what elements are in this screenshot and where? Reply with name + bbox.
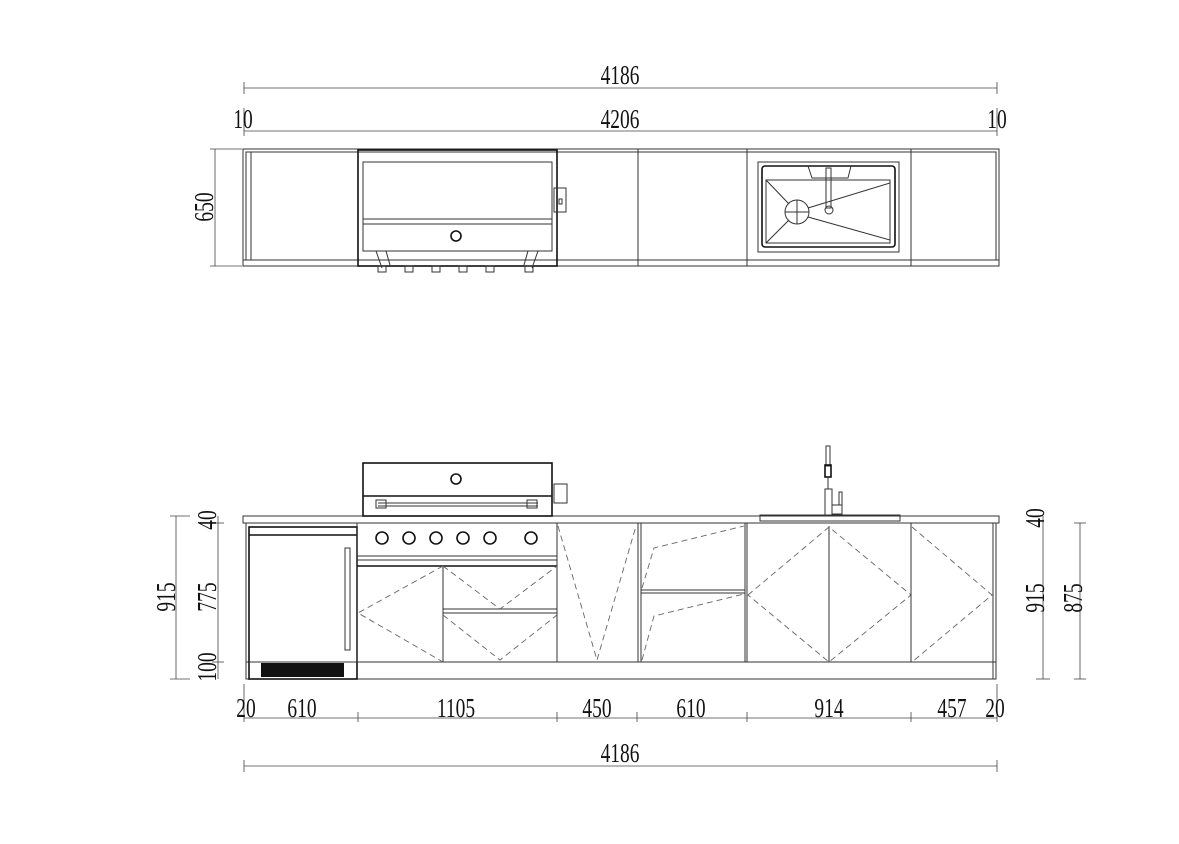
plan-overall-dimension: 4186 <box>243 61 998 94</box>
plan-total-width-label: 4206 <box>601 105 640 135</box>
fridge <box>248 526 358 680</box>
cabinet-drawers-610 <box>637 522 746 663</box>
plan-grill <box>357 149 567 273</box>
right-countertop-height-label: 40 <box>1021 508 1051 527</box>
left-total-height-label: 915 <box>152 582 182 611</box>
module-width-label: 1105 <box>437 694 475 724</box>
module-width-label: 450 <box>582 694 611 724</box>
module-width-label: 610 <box>676 694 705 724</box>
plan-right-offset-label: 10 <box>987 105 1006 135</box>
plan-depth-label: 650 <box>190 192 220 221</box>
module-width-label: 914 <box>814 694 843 724</box>
elevation-overall-dimension: 4186 <box>243 739 998 772</box>
left-height-dimensions: 915 40 775 100 <box>152 510 224 682</box>
cabinet-457 <box>910 523 994 679</box>
cabinet-450 <box>556 523 637 662</box>
right-cabinet-height-label: 875 <box>1059 583 1089 612</box>
plan-sink <box>757 161 900 253</box>
elevation-view: 915 40 775 100 40 915 875 20 610 1105 45… <box>152 445 1089 772</box>
module-width-dimensions: 20 610 1105 450 610 914 457 20 <box>236 684 1005 724</box>
side-burner-icon <box>553 483 568 504</box>
module-width-label: 20 <box>236 694 255 724</box>
grill-knobs <box>375 531 538 545</box>
module-width-label: 610 <box>287 694 316 724</box>
plan-knobs <box>377 265 534 273</box>
plan-depth-dimension: 650 <box>190 148 242 267</box>
grill <box>356 462 568 663</box>
left-cabinet-height-label: 775 <box>193 582 223 611</box>
faucet-icon <box>824 445 843 516</box>
module-width-label: 457 <box>937 694 966 724</box>
plan-overall-width-label: 4186 <box>601 61 640 91</box>
plan-left-offset-label: 10 <box>233 105 252 135</box>
left-countertop-height-label: 40 <box>193 510 223 529</box>
plan-side-burner-icon <box>553 187 567 213</box>
right-height-dimensions: 40 915 875 <box>1021 508 1089 680</box>
elevation-overall-width-label: 4186 <box>601 739 640 769</box>
fridge-vent-icon <box>261 663 344 677</box>
grill-lid-handle-icon <box>450 473 462 485</box>
plan-total-dimension: 10 4206 10 <box>233 105 1007 136</box>
module-width-label: 20 <box>985 694 1004 724</box>
plan-faucet-icon <box>825 167 832 209</box>
sink-cabinet <box>746 445 912 663</box>
fridge-handle-icon <box>344 547 351 651</box>
plan-view: 4186 10 4206 10 650 <box>190 61 1007 273</box>
left-plinth-height-label: 100 <box>193 652 223 681</box>
right-total-height-label: 915 <box>1021 583 1051 612</box>
plan-grill-handle-icon <box>450 230 462 242</box>
